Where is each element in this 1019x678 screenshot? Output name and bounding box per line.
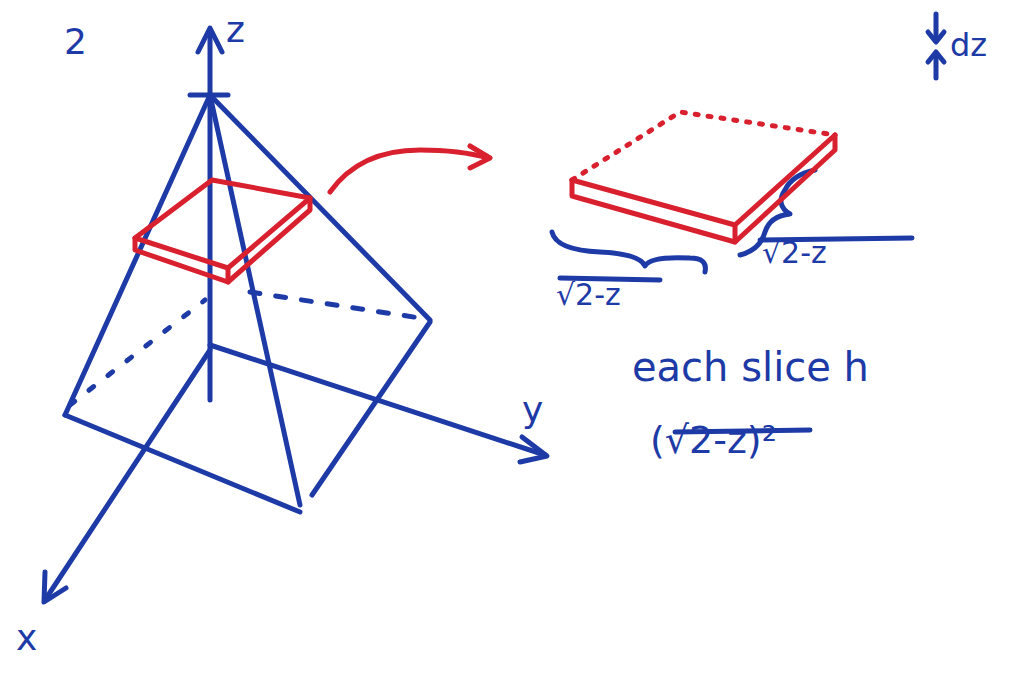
curved-arrow (330, 150, 488, 192)
pyramid-base (312, 322, 430, 495)
pyramid-edge (210, 95, 430, 320)
x-arrowhead (44, 572, 66, 602)
slab-side (733, 225, 738, 242)
pyramid-base (65, 415, 300, 512)
x-axis (45, 350, 210, 600)
y-arrowhead (520, 437, 547, 462)
pyramid-slice-side (226, 268, 231, 282)
z-arrowhead (198, 28, 222, 52)
dz-arrowhead (928, 52, 944, 62)
pyramid-slice (135, 180, 310, 268)
pyramid-hidden-edge (70, 300, 205, 405)
axis-label: z (226, 10, 245, 50)
thickness-label: dz (950, 28, 987, 63)
slab-side (572, 135, 835, 242)
curved-arrow-head (470, 146, 490, 168)
axis-label: x (16, 618, 37, 658)
dz-arrowhead (928, 32, 944, 42)
pyramid-hidden-edge (250, 292, 420, 318)
slab-top (572, 135, 835, 225)
slab-top-hidden (572, 112, 835, 180)
brace (552, 232, 705, 272)
axis-label: y (522, 390, 543, 430)
pyramid-edge (210, 95, 300, 505)
note-text: each slice h (632, 345, 869, 389)
side-length: √2-z (762, 236, 827, 269)
height-value: 2 (64, 22, 87, 62)
area-formula: (√2-z)² (650, 420, 777, 462)
side-length: √2-z (556, 278, 621, 311)
pyramid-slice-side (135, 198, 310, 282)
